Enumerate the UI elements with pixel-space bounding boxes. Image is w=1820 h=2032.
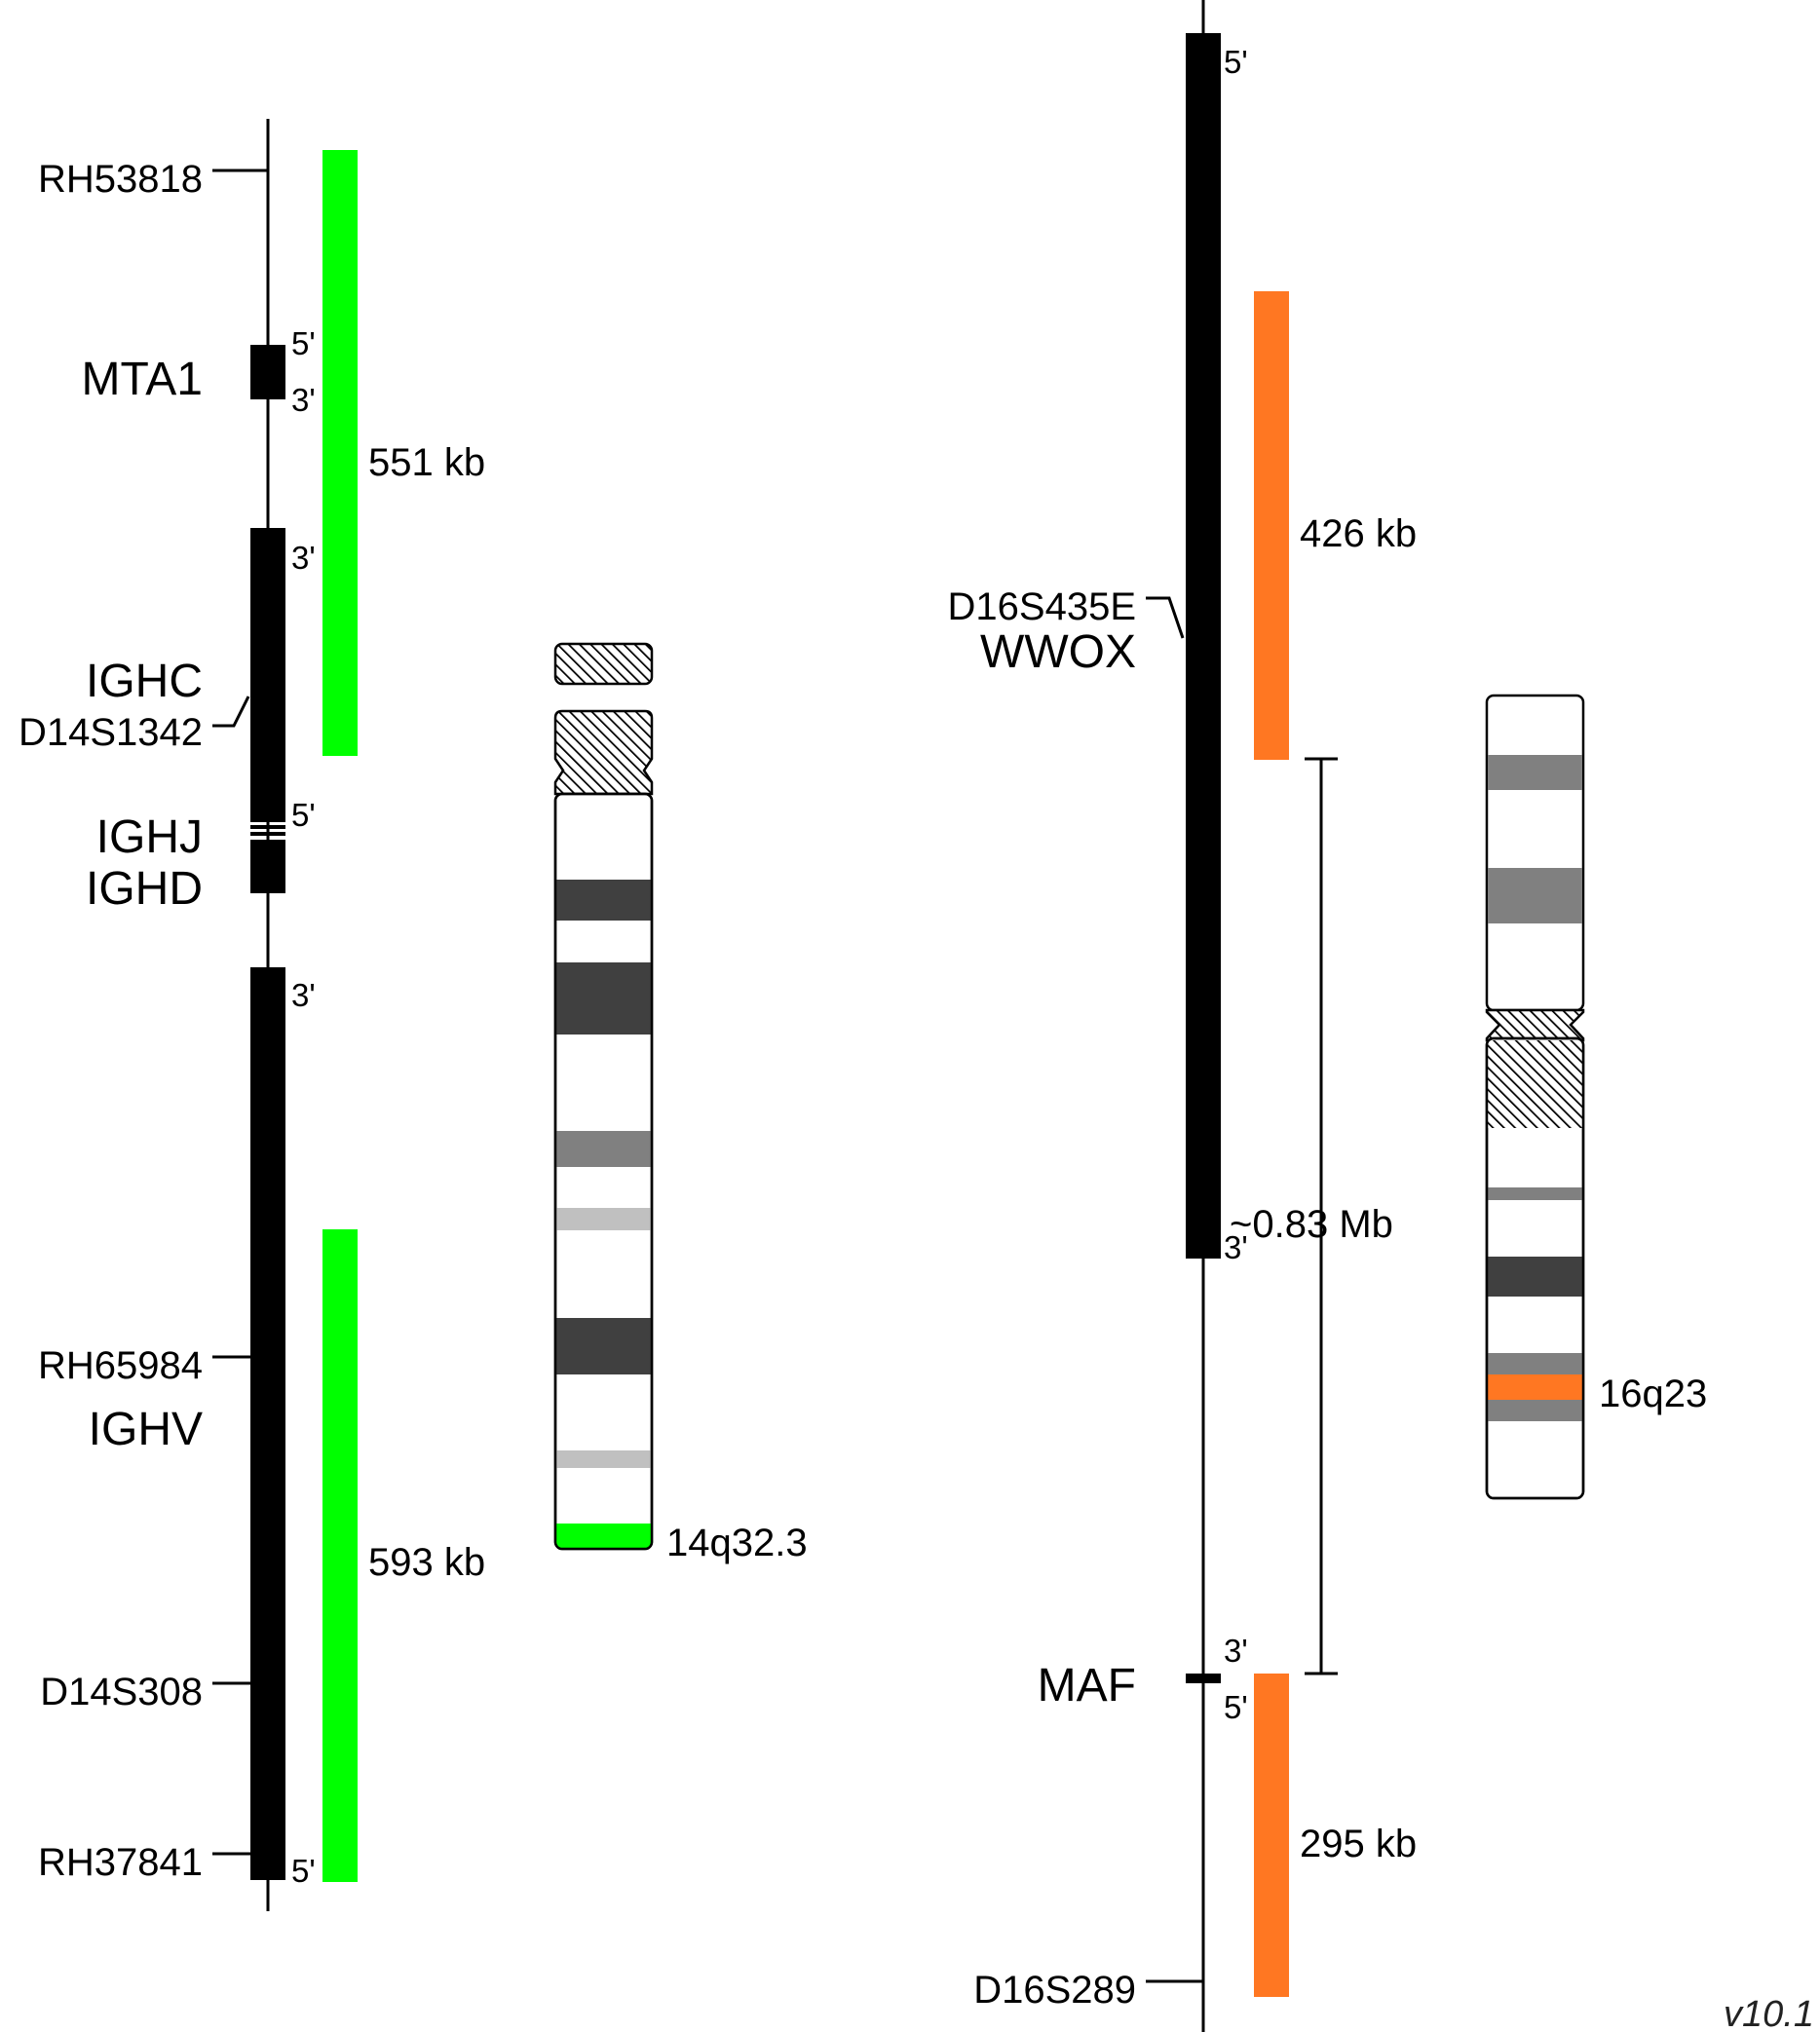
gap-bracket [1305,757,1338,1675]
probe-size-426kb: 426 kb [1300,512,1417,555]
gene-block-ighc [250,528,285,822]
gene-ighv: IGHV [89,1404,203,1455]
gene-block-ighv [250,967,285,1880]
probe-bar-295kb [1254,1674,1289,1997]
gene-maf: MAF [1038,1660,1136,1712]
end-wwox-top: 5' [1224,44,1248,80]
end-maf-bottom: 5' [1224,1689,1248,1725]
chr16-band-16q23 [1488,1374,1582,1400]
chr16-band-q4 [1488,1400,1582,1421]
probe-size-295kb: 295 kb [1300,1823,1417,1865]
version-label: v10.1 [1724,1994,1814,2032]
end-maf-top: 3' [1224,1633,1248,1669]
chr14-band-1 [556,880,651,921]
chr16-centromere [1485,1008,1585,1042]
end-ighc-bottom: 5' [291,797,316,833]
marker-rh37841: RH37841 [38,1841,203,1884]
chr14-band-14q32-3 [556,1524,651,1548]
chr14-band-label: 14q32.3 [666,1522,808,1564]
gene-ighj: IGHJ [96,811,203,863]
probe-size-551kb: 551 kb [368,441,485,484]
chr14-ideogram: 14q32.3 [553,642,808,1564]
end-wwox-bottom: 3' [1224,1229,1248,1265]
chr14-band-6 [556,1450,651,1468]
probe-size-593kb: 593 kb [368,1541,485,1584]
gene-block-ighd [250,840,285,893]
chr16-band-q3 [1488,1353,1582,1374]
end-ighc-top: 3' [291,540,316,576]
chr14-p-arm-top [553,642,654,686]
probe-bar-593kb [322,1229,358,1882]
chr16-ideogram: 16q23 [1485,694,1707,1500]
chr16-heterochromatin [1488,1040,1582,1128]
marker-tick-d14s1342 [212,696,250,728]
marker-rh65984: RH65984 [38,1344,203,1387]
gene-block-ighj [250,825,285,829]
chr14-p-arm-cen [553,709,654,796]
end-mta1-bottom: 3' [291,382,316,418]
chr16-band-q2 [1488,1257,1582,1297]
end-ighv-top: 3' [291,977,316,1013]
gene-mta1: MTA1 [82,354,203,405]
marker-d14s308: D14S308 [40,1671,203,1713]
marker-rh53818: RH53818 [38,158,203,201]
chr14-band-3 [556,1131,651,1167]
gap-size-label: ~0.83 Mb [1230,1203,1393,1246]
gene-ighd: IGHD [86,863,203,915]
marker-d16s435e: D16S435E [948,585,1136,628]
chr14-q-arm-outline [553,792,654,1551]
marker-d16s289: D16S289 [973,1969,1136,2012]
gene-ighc: IGHC [86,656,203,707]
chr16-band-p1 [1488,755,1582,790]
end-mta1-top: 5' [291,325,316,361]
gene-block-wwox [1186,33,1221,1259]
gene-block-mta1 [250,345,285,399]
chr16-band-q1 [1488,1187,1582,1200]
probe-bar-426kb [1254,291,1289,760]
marker-tick-d16s435e [1146,596,1185,639]
gene-block-ighj-2 [250,832,285,836]
gene-block-maf [1186,1674,1221,1683]
chr14-band-4 [556,1208,651,1230]
chr16-q-arm-outline [1485,1036,1585,1500]
chr16-band-p2 [1488,868,1582,923]
chr16-map: 5' 3' WWOX D16S435E MAF 3' 5' D16S289 42… [948,0,1417,2032]
end-ighv-bottom: 5' [291,1853,316,1889]
chr14-band-2 [556,962,651,1035]
marker-d14s1342: D14S1342 [19,711,203,754]
probe-bar-551kb [322,150,358,756]
chr16-p-arm [1485,694,1585,1012]
gene-wwox: WWOX [980,626,1136,678]
chr16-band-label: 16q23 [1599,1373,1707,1415]
chr14-band-5 [556,1318,651,1374]
chr14-map: RH53818 D14S1342 RH65984 D14S308 RH37841… [19,119,485,1911]
